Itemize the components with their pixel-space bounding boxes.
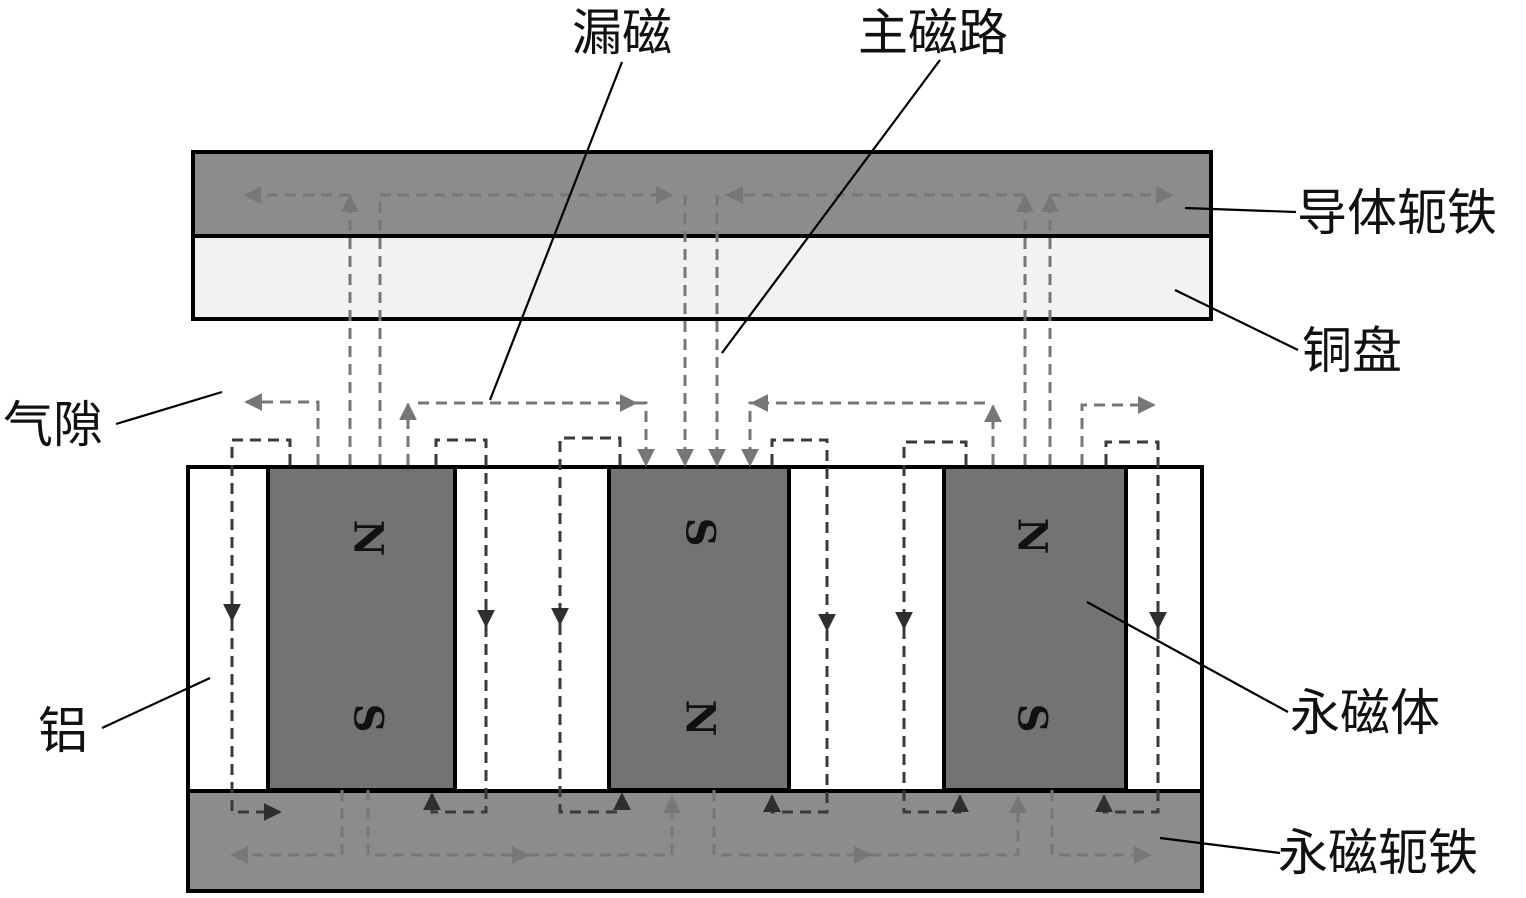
- permanent-magnet-3: [942, 465, 1128, 792]
- conductor-yoke: [191, 150, 1213, 238]
- copper-disk: [191, 234, 1213, 321]
- leader-conductor-yoke: [1184, 206, 1297, 214]
- flux-line: [528, 795, 681, 857]
- permanent-magnet-1: [266, 465, 457, 792]
- leader-permanent-magnet: [1086, 601, 1289, 713]
- flux-line: [712, 790, 872, 864]
- flux-line: [230, 620, 282, 821]
- leader-copper-disk: [1174, 289, 1299, 351]
- label-permanent-magnet: 永磁体: [1290, 684, 1440, 742]
- flux-line: [366, 790, 530, 864]
- flux-line: [244, 393, 320, 465]
- flux-line: [434, 438, 495, 628]
- magnet-3-bottom-pole: S: [1009, 704, 1056, 733]
- flux-line: [423, 626, 488, 814]
- label-magnet-yoke: 永磁轭铁: [1278, 824, 1478, 882]
- flux-line: [1104, 440, 1167, 630]
- leader-main-path: [721, 59, 941, 354]
- flux-line: [1050, 790, 1152, 864]
- leader-magnet-yoke: [1159, 836, 1281, 855]
- label-main-path: 主磁路: [858, 4, 1008, 62]
- flux-line: [763, 630, 829, 814]
- flux-line: [1095, 628, 1160, 814]
- magnet-3-top-pole: N: [1009, 518, 1056, 555]
- label-aluminum: 铝: [38, 702, 88, 760]
- flux-line: [870, 795, 1027, 857]
- flux-line: [378, 186, 674, 465]
- flux-line: [1080, 396, 1156, 465]
- label-air-gap: 气隙: [3, 396, 103, 454]
- flux-line: [741, 401, 760, 467]
- flux-line: [230, 790, 344, 864]
- magnet-yoke: [186, 789, 1204, 893]
- label-conductor-yoke: 导体轭铁: [1297, 184, 1497, 242]
- leader-aluminum: [101, 677, 211, 729]
- magnet-1-bottom-pole: S: [345, 704, 392, 733]
- flux-line: [636, 401, 655, 467]
- leader-air-gap: [115, 390, 223, 426]
- flux-paths: [223, 186, 1174, 864]
- flux-line: [902, 628, 969, 814]
- flux-line: [895, 440, 968, 630]
- label-leakage: 漏磁: [572, 4, 672, 62]
- flux-line: [558, 624, 631, 814]
- flux-line: [230, 438, 292, 620]
- magnet-1-top-pole: N: [345, 520, 392, 557]
- leader-leakage: [488, 61, 624, 401]
- label-copper-disk: 铜盘: [1302, 322, 1402, 380]
- flux-line: [551, 436, 622, 626]
- magnet-2-bottom-pole: N: [677, 700, 724, 737]
- magnet-2-top-pole: S: [677, 518, 724, 547]
- permanent-magnet-2: [607, 465, 791, 792]
